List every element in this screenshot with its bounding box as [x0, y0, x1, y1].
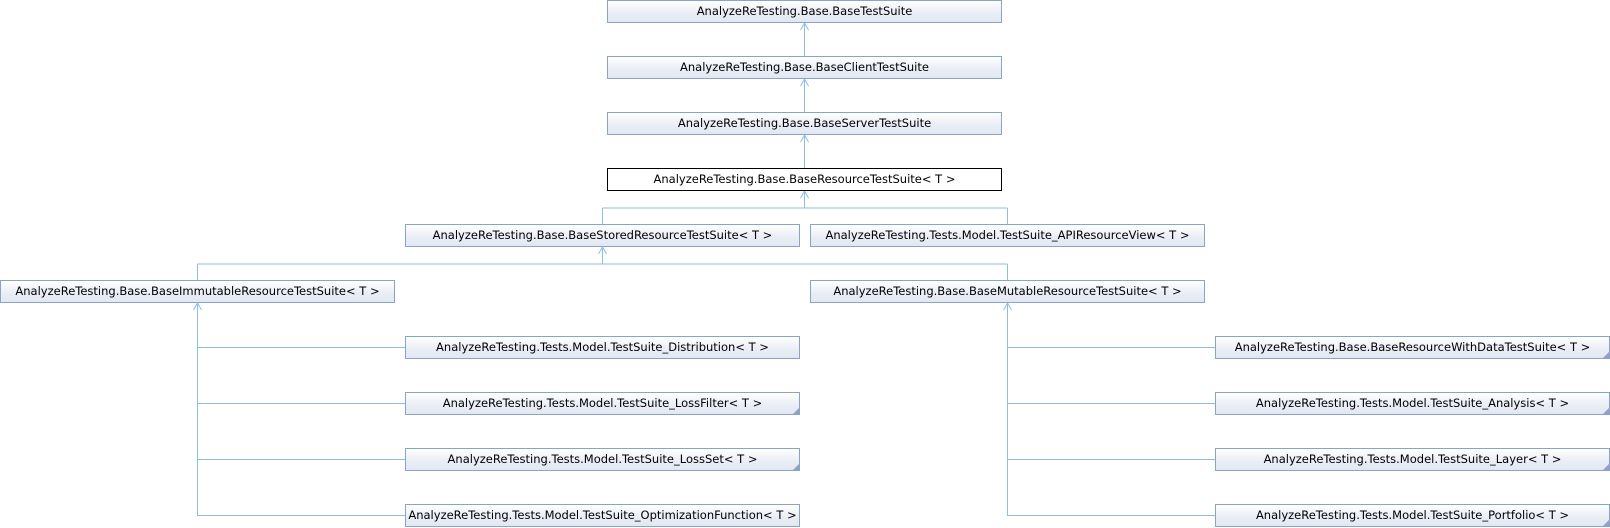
- has-subclasses-corner-icon: [1603, 464, 1609, 470]
- inheritance-arrow-icon: [800, 133, 809, 143]
- node-test-suite-optimization-function[interactable]: AnalyzeReTesting.Tests.Model.TestSuite_O…: [405, 504, 800, 527]
- edge-mutable-children: [1007, 303, 1215, 516]
- node-base-resource-test-suite-current: AnalyzeReTesting.Base.BaseResourceTestSu…: [607, 168, 1002, 191]
- inheritance-arrow-icon: [598, 245, 607, 255]
- has-subclasses-corner-icon: [1603, 352, 1609, 358]
- node-test-suite-loss-filter[interactable]: AnalyzeReTesting.Tests.Model.TestSuite_L…: [405, 392, 800, 415]
- inheritance-arrow-icon: [800, 77, 809, 87]
- has-subclasses-corner-icon: [1603, 520, 1609, 526]
- node-test-suite-analysis[interactable]: AnalyzeReTesting.Tests.Model.TestSuite_A…: [1215, 392, 1610, 415]
- node-base-client-test-suite[interactable]: AnalyzeReTesting.Base.BaseClientTestSuit…: [607, 56, 1002, 79]
- has-subclasses-corner-icon: [793, 464, 799, 470]
- node-test-suite-layer[interactable]: AnalyzeReTesting.Tests.Model.TestSuite_L…: [1215, 448, 1610, 471]
- node-test-suite-portfolio[interactable]: AnalyzeReTesting.Tests.Model.TestSuite_P…: [1215, 504, 1610, 527]
- node-base-stored-resource-test-suite[interactable]: AnalyzeReTesting.Base.BaseStoredResource…: [405, 224, 800, 247]
- inheritance-arrow-icon: [800, 21, 809, 31]
- inheritance-arrow-icon: [193, 301, 202, 311]
- has-subclasses-corner-icon: [1603, 408, 1609, 414]
- inheritance-arrow-icon: [1003, 301, 1012, 311]
- node-base-server-test-suite[interactable]: AnalyzeReTesting.Base.BaseServerTestSuit…: [607, 112, 1002, 135]
- edge-immutable-children: [197, 303, 405, 516]
- node-base-mutable-resource-test-suite[interactable]: AnalyzeReTesting.Base.BaseMutableResourc…: [810, 280, 1205, 303]
- edge-level2-branch: [602, 191, 1008, 224]
- node-test-suite-api-resource-view[interactable]: AnalyzeReTesting.Tests.Model.TestSuite_A…: [810, 224, 1205, 247]
- has-subclasses-corner-icon: [793, 408, 799, 414]
- node-base-test-suite[interactable]: AnalyzeReTesting.Base.BaseTestSuite: [607, 0, 1002, 23]
- node-test-suite-distribution[interactable]: AnalyzeReTesting.Tests.Model.TestSuite_D…: [405, 336, 800, 359]
- node-test-suite-loss-set[interactable]: AnalyzeReTesting.Tests.Model.TestSuite_L…: [405, 448, 800, 471]
- edge-level3-branch: [197, 247, 1008, 280]
- inheritance-arrow-icon: [800, 189, 809, 199]
- node-base-resource-with-data-test-suite[interactable]: AnalyzeReTesting.Base.BaseResourceWithDa…: [1215, 336, 1610, 359]
- node-base-immutable-resource-test-suite[interactable]: AnalyzeReTesting.Base.BaseImmutableResou…: [0, 280, 395, 303]
